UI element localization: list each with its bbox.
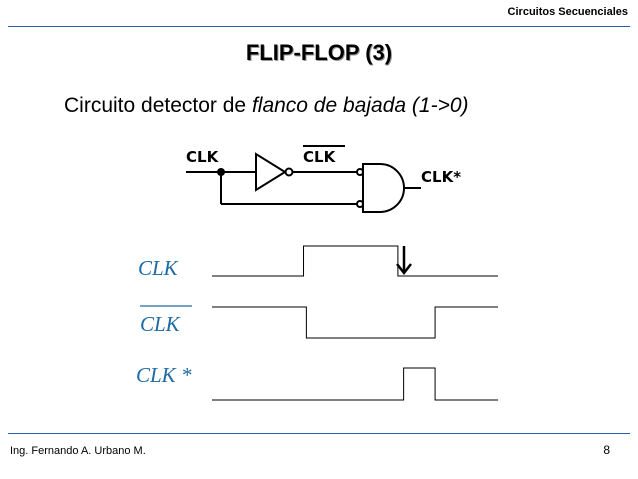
waveform-1 (212, 245, 498, 277)
inverter-bubble (284, 167, 294, 177)
page-number: 8 (603, 443, 610, 457)
wave-label-clk-star: CLK * (136, 363, 192, 387)
wave-label-clk-bar: CLK (140, 312, 181, 336)
slide-title: FLIP-FLOP (3) (245, 40, 393, 65)
circuit-output-label: CLK* (421, 168, 461, 186)
waveforms (212, 245, 498, 401)
circuit-diagram: CLK CLK CLK* (186, 145, 461, 213)
slide-subtitle: Circuito detector de flanco de bajada (1… (64, 94, 469, 118)
subtitle-prefix: Circuito detector de (64, 94, 252, 117)
inverter-output-label: CLK (303, 148, 337, 166)
bottom-divider (8, 433, 630, 434)
top-divider (8, 26, 630, 27)
waveform-2 (212, 306, 498, 339)
waveform-3 (212, 367, 498, 401)
inverter-gate (255, 152, 287, 192)
circuit-input-label: CLK (186, 148, 220, 166)
header-title: Circuitos Secuenciales (507, 6, 628, 18)
wave-label-clk: CLK (138, 256, 179, 280)
and-gate (362, 163, 405, 213)
subtitle-italic: flanco de bajada (1->0) (251, 94, 469, 117)
footer-author: Ing. Fernando A. Urbano M. (10, 445, 146, 457)
falling-edge-arrow-icon (396, 246, 412, 276)
